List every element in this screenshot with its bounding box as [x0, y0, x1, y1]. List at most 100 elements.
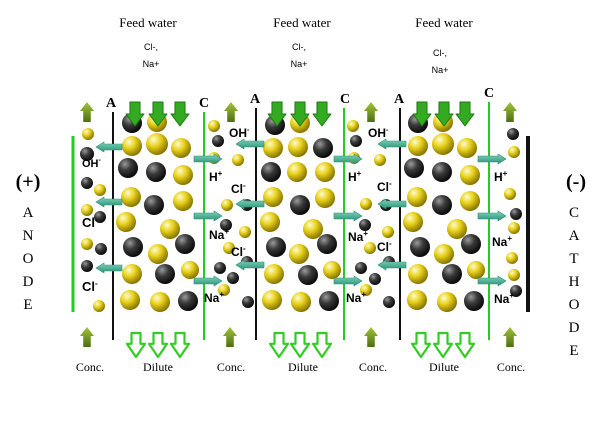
ion-dark-ball	[507, 128, 519, 140]
ion-yellow-ball	[122, 136, 142, 156]
ion-dark-ball	[510, 208, 522, 220]
conc-up-arrow	[364, 102, 378, 122]
outlet-labels: Conc. Dilute Conc. Dilute Conc. Dilute C…	[76, 360, 525, 374]
outlet-label: Conc.	[76, 360, 104, 374]
ion-yellow-ball	[82, 128, 94, 140]
ion-dark-ball	[81, 260, 93, 272]
ion-yellow-ball	[120, 290, 140, 310]
feed-ions-line1: Cl-,	[292, 42, 306, 52]
anion-migration-arrow	[95, 262, 123, 274]
ion-label: H+	[494, 169, 508, 184]
ion-label: H+	[209, 169, 223, 184]
ion-label: Cl-	[82, 215, 98, 230]
anion-migration-arrow	[95, 141, 123, 153]
feed-ions-line2: Na+	[432, 65, 449, 75]
ion-label: Na+	[204, 290, 224, 305]
feed-label: Feed water	[273, 15, 331, 30]
feed-down-arrow	[125, 101, 145, 127]
membrane-letter: A	[106, 96, 117, 111]
ion-dark-ball	[442, 264, 462, 284]
conc-arrows	[80, 102, 517, 347]
ion-yellow-ball	[81, 238, 93, 250]
feed-ions-line2: Na+	[143, 59, 160, 69]
ion-label: OH-	[82, 157, 102, 170]
ion-yellow-ball	[116, 212, 136, 232]
ion-yellow-ball	[315, 162, 335, 182]
ion-yellow-ball	[221, 199, 233, 211]
dilute-outline-arrow	[268, 331, 290, 359]
conc-up-arrow	[80, 327, 94, 347]
feed-down-arrow	[290, 101, 310, 127]
ion-label: Cl-	[377, 239, 392, 254]
ion-dark-ball	[464, 291, 484, 311]
dilute-outline-arrow	[125, 331, 147, 359]
feed-arrows	[125, 101, 475, 127]
outlet-label: Dilute	[143, 360, 173, 374]
ion-yellow-ball	[148, 244, 168, 264]
anion-migration-arrow	[377, 259, 407, 271]
ion-yellow-ball	[94, 184, 106, 196]
membrane-letter: C	[340, 92, 350, 107]
ion-yellow-ball	[437, 292, 457, 312]
ion-labels-conc-2: OH- H+ Cl- Na+ Cl- Na+	[346, 126, 392, 305]
outlet-label: Conc.	[497, 360, 525, 374]
ion-labels-conc-1: OH- H+ Cl- Na+ Cl- Na+	[204, 126, 250, 305]
ion-dark-ball	[227, 272, 239, 284]
ion-yellow-ball	[407, 187, 427, 207]
ion-yellow-ball	[289, 244, 309, 264]
ion-yellow-ball	[223, 242, 235, 254]
feed-header-1: Feed water Cl-, Na+	[119, 15, 177, 69]
cation-migration-arrow	[477, 153, 507, 165]
ion-label: Cl-	[377, 179, 392, 194]
dilute-outline-arrow	[410, 331, 432, 359]
conc-up-arrow	[503, 102, 517, 122]
feed-down-arrow	[434, 101, 454, 127]
cation-migration-arrow	[333, 153, 363, 165]
ion-yellow-ball	[181, 261, 199, 279]
ion-yellow-ball	[460, 165, 480, 185]
ion-yellow-ball	[382, 226, 394, 238]
ion-dark-ball	[410, 237, 430, 257]
ion-yellow-ball	[264, 264, 284, 284]
ion-dark-ball	[178, 291, 198, 311]
ion-dark-ball	[355, 262, 367, 274]
ion-dark-ball	[94, 211, 106, 223]
ion-yellow-ball	[146, 133, 168, 155]
ion-dark-ball	[144, 195, 164, 215]
cation-migration-arrow	[193, 210, 223, 222]
ion-yellow-ball	[160, 219, 180, 239]
ion-label: Na+	[492, 234, 512, 249]
ion-dark-ball	[155, 264, 175, 284]
ion-labels-cathode-chamber: H+ Na+ Na+	[492, 169, 514, 306]
feed-ions-line1: Cl-,	[144, 42, 158, 52]
ion-dark-ball	[214, 262, 226, 274]
feed-down-arrow	[455, 101, 475, 127]
ion-label: Na+	[494, 291, 514, 306]
feed-down-arrow	[170, 101, 190, 127]
ion-yellow-ball	[218, 284, 230, 296]
ion-dark-ball	[242, 296, 254, 308]
ion-yellow-ball	[347, 120, 359, 132]
outlet-label: Conc.	[359, 360, 387, 374]
ion-label: Na+	[346, 290, 366, 305]
dilute-arrows	[125, 331, 476, 359]
ion-yellow-ball	[460, 191, 480, 211]
ion-dark-ball	[80, 147, 94, 161]
ion-yellow-ball	[315, 188, 335, 208]
feed-label: Feed water	[415, 15, 473, 30]
ion-label: Cl-	[82, 279, 98, 294]
ion-yellow-ball	[287, 162, 307, 182]
ion-yellow-ball	[508, 146, 520, 158]
anion-migration-arrow	[95, 196, 123, 208]
dilute-outline-arrow	[169, 331, 191, 359]
ion-dark-ball	[123, 237, 143, 257]
ion-yellow-ball	[150, 292, 170, 312]
feed-down-arrow	[412, 101, 432, 127]
ion-yellow-ball	[508, 222, 520, 234]
ion-dark-ball	[290, 195, 310, 215]
ion-yellow-ball	[360, 198, 372, 210]
cation-migration-arrow	[333, 275, 363, 287]
